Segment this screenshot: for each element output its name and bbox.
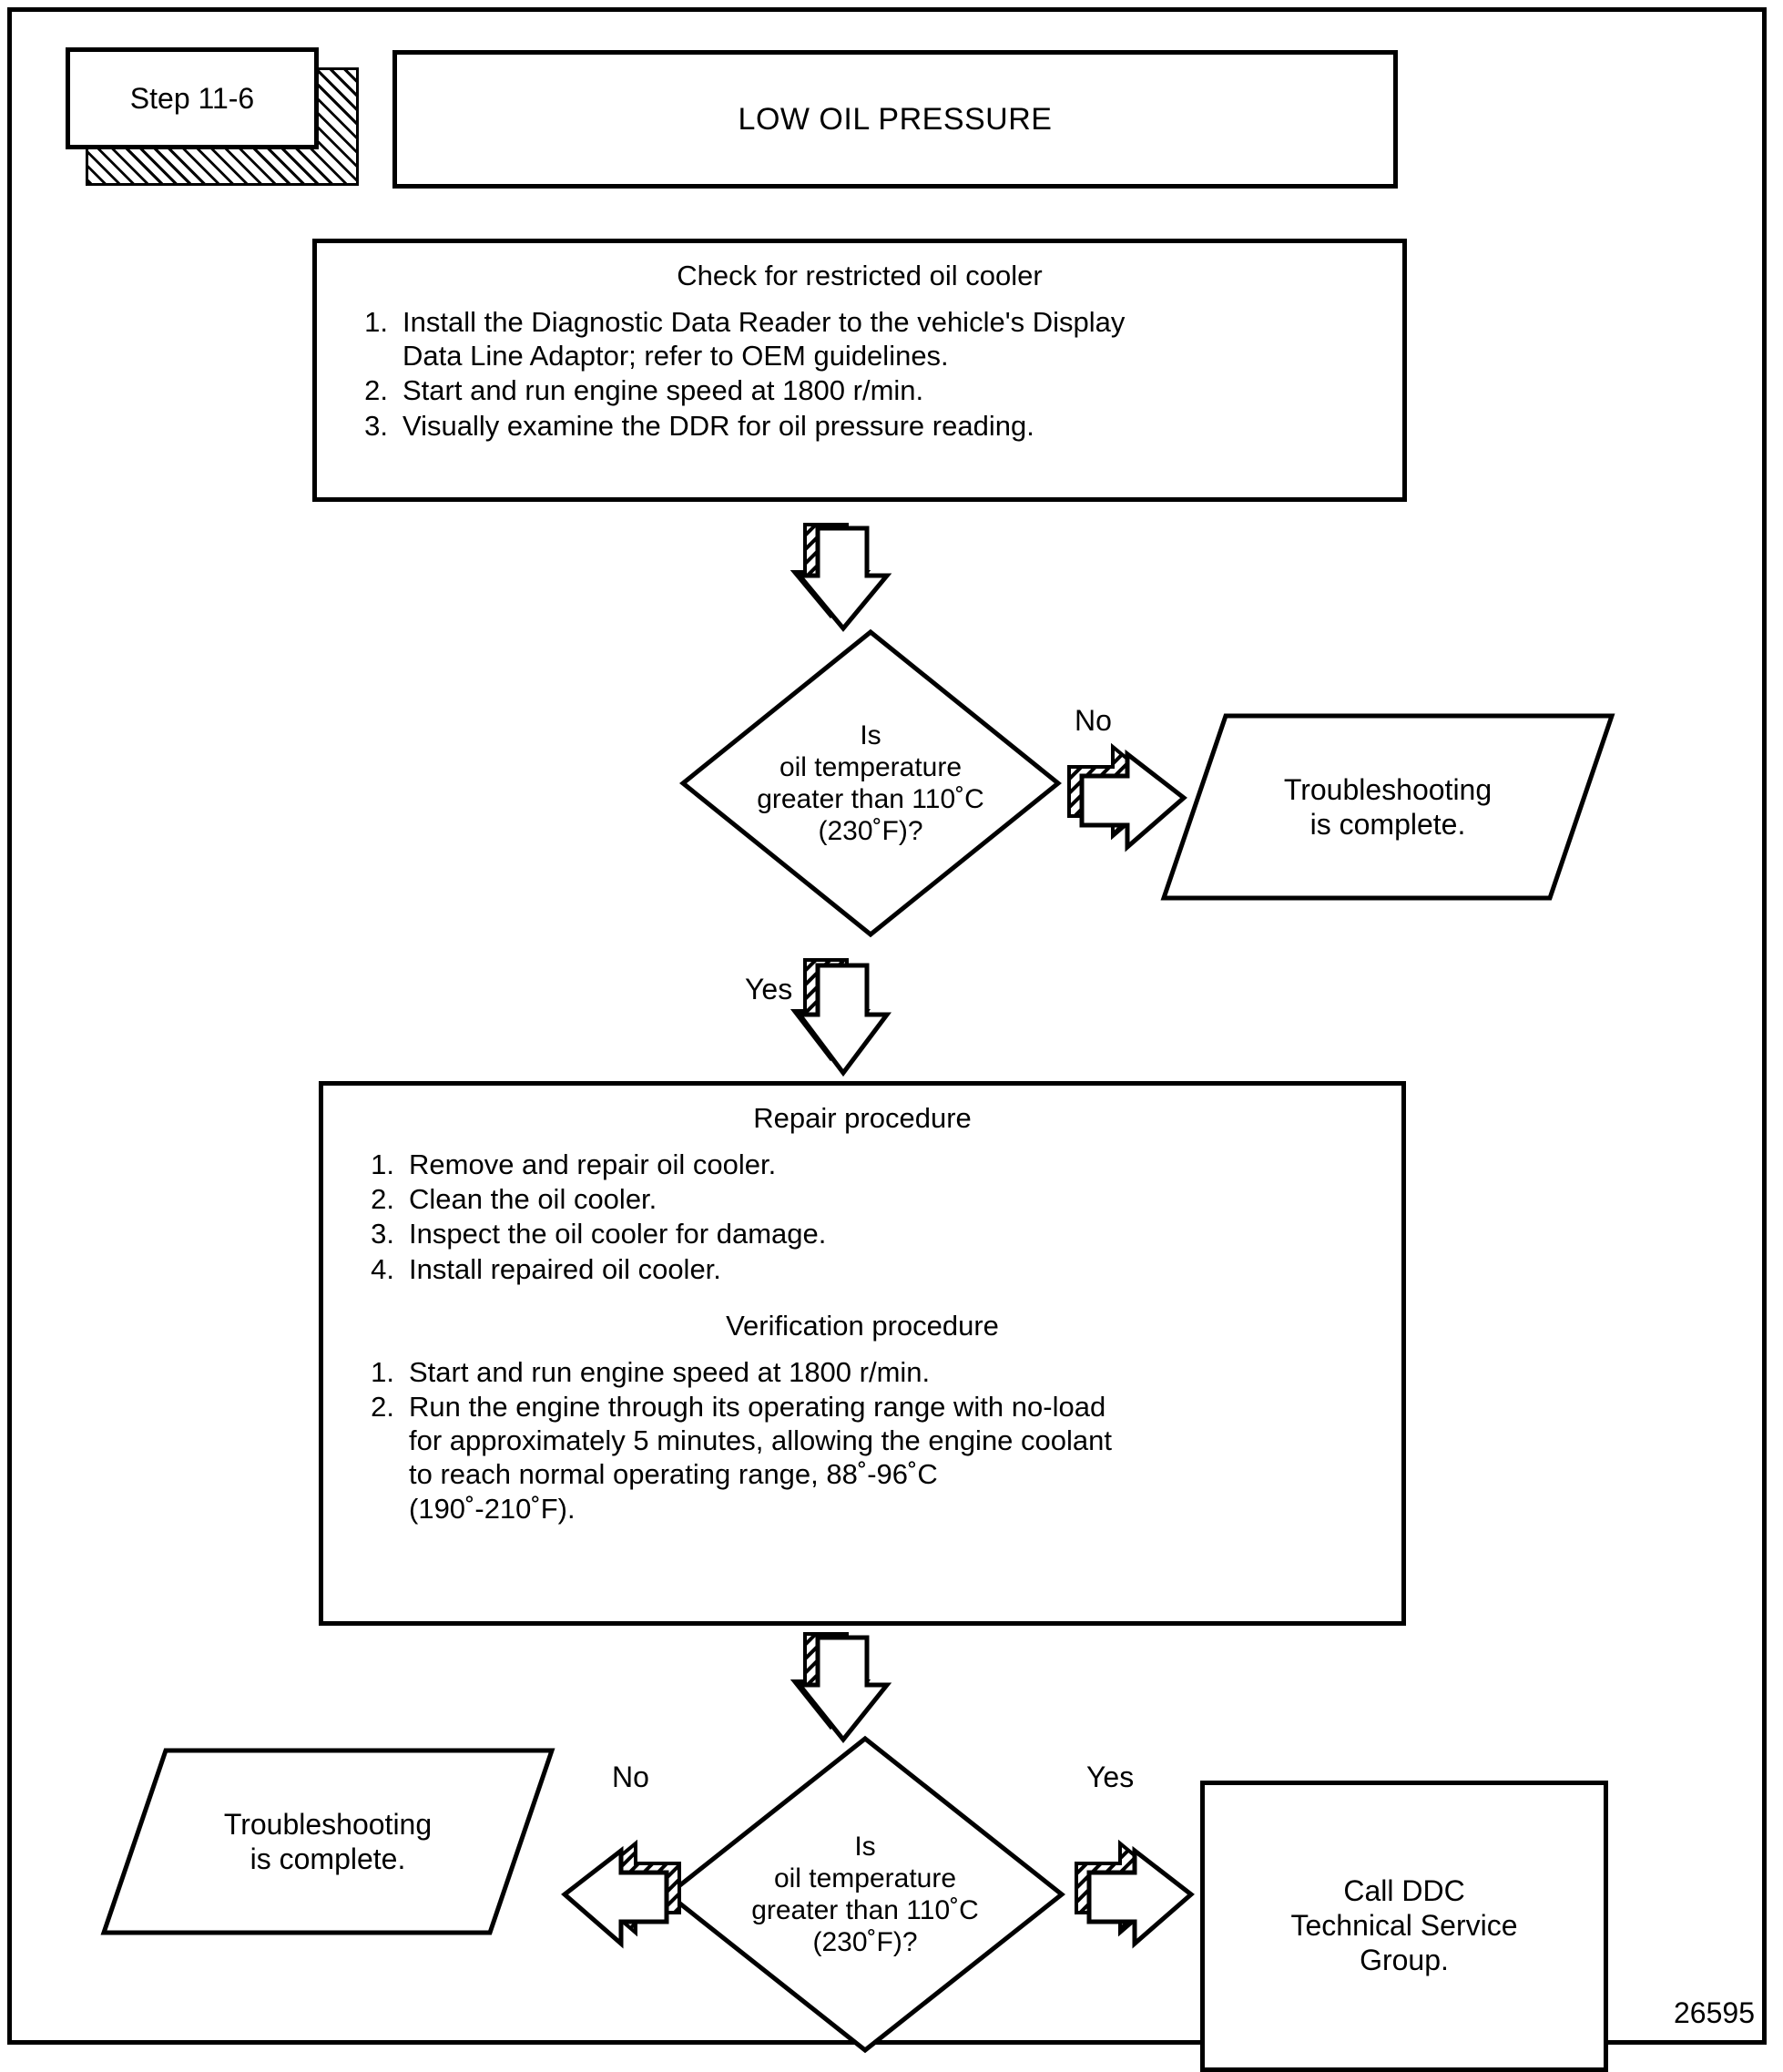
step-tab: Step 11-6	[66, 47, 359, 186]
figure-number: 26595	[1674, 1996, 1755, 2029]
list-item: 2. Start and run engine speed at 1800 r/m…	[341, 373, 1379, 407]
title-box: LOW OIL PRESSURE	[392, 50, 1398, 189]
list-item-number: 1.	[371, 1148, 394, 1180]
arrow-down-to-repair	[789, 956, 898, 1082]
list-item: 4. Install repaired oil cooler.	[347, 1252, 1378, 1286]
result-call-ddc-box: Call DDC Technical Service Group.	[1200, 1781, 1608, 2072]
list-item-text: Clean the oil cooler.	[409, 1183, 657, 1216]
list-item-text: Install the Diagnostic Data Reader to th…	[402, 306, 1126, 373]
decision-1-yes-label: Yes	[745, 973, 793, 1005]
list-item-number: 1.	[371, 1355, 394, 1388]
list-item-text: Start and run engine speed at 1800 r/min…	[409, 1355, 931, 1388]
list-item-text: Remove and repair oil cooler.	[409, 1148, 777, 1180]
decision-1-no-label: No	[1075, 704, 1112, 737]
decision-oil-temperature-2: Is oil temperature greater than 110˚C (2…	[665, 1735, 1065, 2054]
list-item-number: 2.	[371, 1390, 394, 1423]
list-item-number: 1.	[364, 306, 388, 338]
list-item-text: Visually examine the DDR for oil pressur…	[402, 409, 1034, 442]
list-item-text: Inspect the oil cooler for damage.	[409, 1218, 827, 1250]
decision-1-text: Is oil temperature greater than 110˚C (2…	[757, 720, 984, 847]
decision-oil-temperature-1: Is oil temperature greater than 110˚C (2…	[679, 628, 1062, 938]
arrow-right-to-result-top	[1065, 738, 1193, 858]
result-troubleshooting-complete-top: Troubleshooting is complete.	[1160, 712, 1615, 902]
list-item: 3. Inspect the oil cooler for damage.	[347, 1217, 1378, 1250]
list-item: 1. Remove and repair oil cooler.	[347, 1148, 1378, 1181]
repair-procedure-title: Repair procedure	[753, 1102, 972, 1134]
arrow-right-to-call-ddc	[1073, 1832, 1202, 1955]
list-item: 2. Clean the oil cooler.	[347, 1182, 1378, 1216]
list-item: 3. Visually examine the DDR for oil press…	[341, 409, 1379, 443]
list-item-number: 2.	[371, 1183, 394, 1216]
result-bottom-text: Troubleshooting is complete.	[223, 1807, 433, 1875]
step-label-box: Step 11-6	[66, 47, 319, 149]
decision-2-text: Is oil temperature greater than 110˚C (2…	[751, 1831, 979, 1958]
page-border	[7, 7, 1767, 2045]
list-item-text: Install repaired oil cooler.	[409, 1252, 721, 1285]
list-item-number: 2.	[364, 374, 388, 407]
list-item-text: Start and run engine speed at 1800 r/min…	[402, 374, 924, 407]
list-item-number: 3.	[364, 409, 388, 442]
decision-2-yes-label: Yes	[1086, 1761, 1135, 1793]
list-item: 1. Install the Diagnostic Data Reader to …	[341, 305, 1379, 373]
arrow-down-to-decision-1	[789, 521, 898, 638]
check-procedure-list: 1. Install the Diagnostic Data Reader to …	[341, 305, 1379, 443]
result-call-text: Call DDC Technical Service Group.	[1290, 1874, 1518, 1976]
check-procedure-title: Check for restricted oil cooler	[677, 260, 1043, 291]
arrow-down-to-decision-2	[789, 1630, 898, 1749]
repair-verification-box: Repair procedure 1. Remove and repair oil…	[319, 1081, 1406, 1626]
list-item-number: 4.	[371, 1252, 394, 1285]
list-item-text: Run the engine through its operating ran…	[409, 1390, 1113, 1525]
page-title: LOW OIL PRESSURE	[738, 101, 1053, 137]
list-item: 2. Run the engine through its operating r…	[347, 1390, 1378, 1526]
list-item: 1. Start and run engine speed at 1800 r/m…	[347, 1355, 1378, 1389]
list-item-number: 3.	[371, 1218, 394, 1250]
repair-procedure-list: 1. Remove and repair oil cooler. 2. Clean t…	[347, 1148, 1378, 1286]
verification-procedure-list: 1. Start and run engine speed at 1800 r/m…	[347, 1355, 1378, 1526]
arrow-left-to-result-bottom	[554, 1832, 683, 1955]
result-top-text: Troubleshooting is complete.	[1283, 772, 1493, 841]
verification-procedure-title: Verification procedure	[726, 1309, 999, 1342]
result-troubleshooting-complete-bottom: Troubleshooting is complete.	[100, 1747, 555, 1936]
check-procedure-box: Check for restricted oil cooler 1. Instal…	[312, 239, 1407, 502]
decision-2-no-label: No	[612, 1761, 649, 1793]
step-label: Step 11-6	[129, 81, 255, 115]
